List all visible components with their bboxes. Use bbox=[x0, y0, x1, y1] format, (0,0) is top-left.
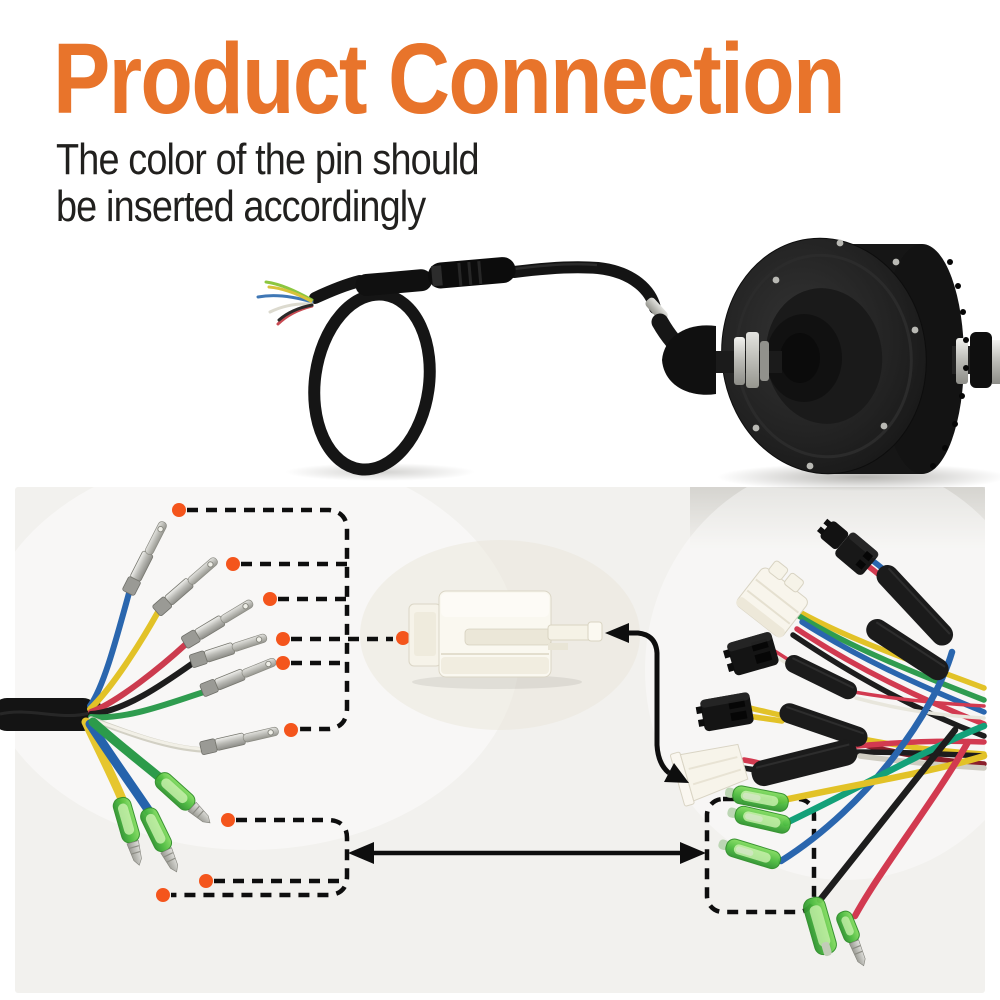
right-terminal-yellow bbox=[724, 785, 789, 812]
left-harness-photo bbox=[0, 521, 279, 873]
left-pin-wires bbox=[87, 590, 207, 721]
pin-white bbox=[199, 726, 279, 755]
subtitle-line-1: The color of the pin should bbox=[56, 135, 480, 184]
white-connector-photo bbox=[408, 590, 603, 689]
left-crimp-pins bbox=[122, 521, 279, 755]
subtitle: The color of the pin should be inserted … bbox=[56, 135, 480, 231]
pin-red bbox=[181, 599, 254, 649]
black-wire-green-terminal bbox=[803, 896, 837, 957]
bullet-terminal-double-arrow bbox=[348, 842, 706, 864]
heat-shrink-sleeves bbox=[751, 565, 954, 787]
pin-yellow bbox=[152, 557, 218, 617]
sm-connector-mid bbox=[723, 631, 779, 676]
right-green-bullet-terminals bbox=[718, 785, 791, 870]
bullet-terminal-green bbox=[154, 772, 211, 824]
connector-pointer-dot bbox=[396, 631, 410, 645]
cable-inline-connector bbox=[355, 257, 516, 297]
white-5pin-connector bbox=[736, 560, 808, 638]
left-bullet-wires bbox=[81, 717, 164, 816]
hub-motor-photo bbox=[256, 237, 1000, 491]
sm-connector-lower bbox=[695, 692, 754, 732]
page-title: Product Connection bbox=[53, 23, 846, 135]
spoke-holes bbox=[930, 259, 969, 469]
motor-main-cable bbox=[256, 257, 695, 476]
right-bottom-terminals bbox=[803, 896, 866, 967]
right-terminal-green bbox=[727, 805, 791, 834]
hub-motor-body bbox=[662, 237, 1000, 475]
pin-group-dashed-bracket bbox=[172, 503, 410, 737]
sm-connector-pair bbox=[816, 518, 879, 575]
pin-black bbox=[188, 633, 268, 668]
right-bullet-dashed-box bbox=[704, 796, 817, 915]
pin-green bbox=[199, 657, 277, 697]
pin-blue bbox=[122, 521, 167, 596]
red-wire-spade-terminal bbox=[836, 910, 866, 967]
left-green-bullet-terminals bbox=[112, 772, 211, 873]
subtitle-line-2: be inserted accordingly bbox=[56, 182, 426, 231]
right-harness-photo bbox=[670, 518, 988, 967]
bullet-terminal-yellow bbox=[112, 796, 142, 866]
left-bullet-dashed-box bbox=[156, 813, 350, 902]
connector-mating-curved-arrow bbox=[605, 623, 689, 783]
cable-frayed-wires bbox=[256, 280, 314, 326]
bullet-terminal-blue bbox=[140, 807, 178, 873]
right-terminal-blue bbox=[718, 838, 782, 870]
